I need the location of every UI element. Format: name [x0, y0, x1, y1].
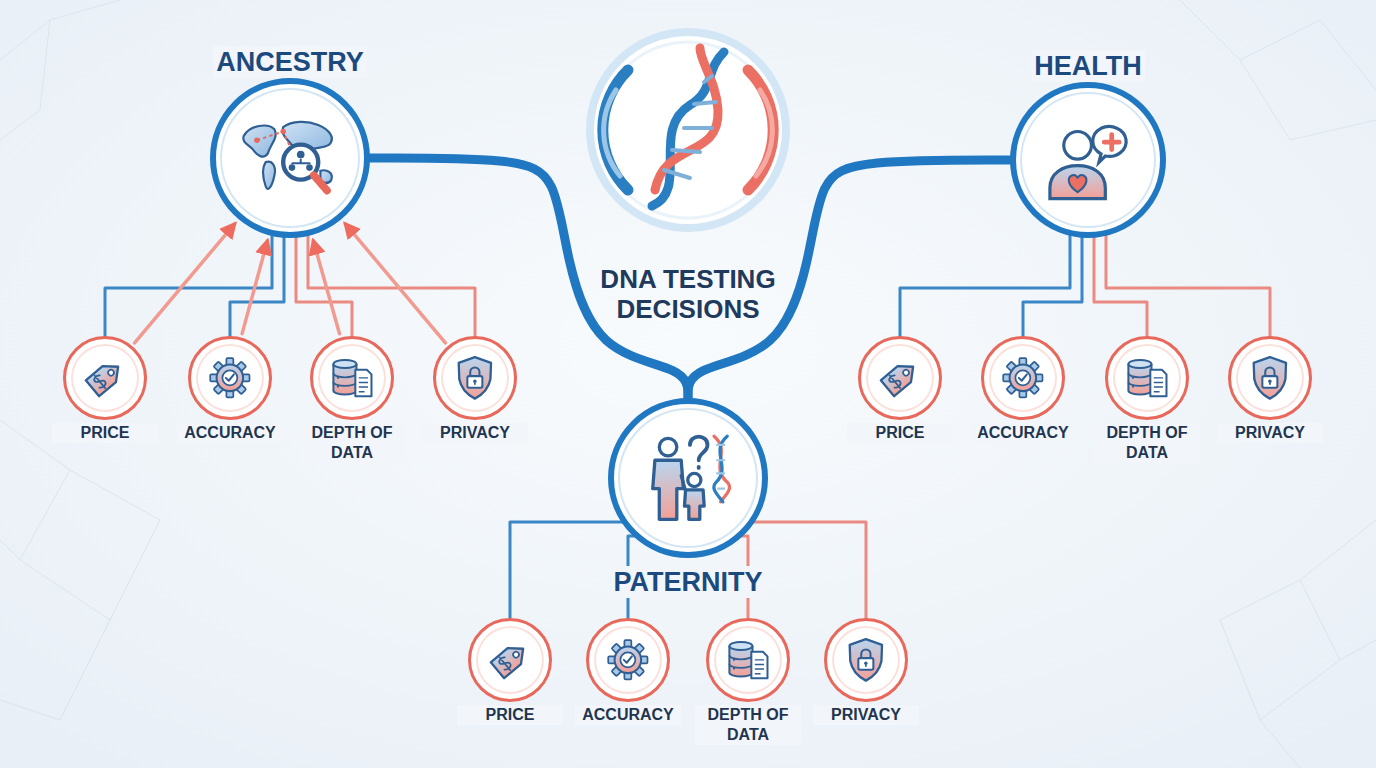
diagram-title: DNA TESTING DECISIONS — [568, 264, 808, 324]
criterion-circle: ACCURACY — [188, 336, 272, 420]
criterion-circle: PRIVACY — [824, 618, 908, 702]
branch-line — [900, 233, 1070, 336]
criterion-circle: PRIVACY — [1228, 336, 1312, 420]
gear-icon — [599, 631, 657, 689]
category-heading: ANCESTRY — [213, 46, 367, 78]
criterion-circle: PRICE — [63, 336, 147, 420]
shield-icon — [837, 631, 895, 689]
category-circle: ANCESTRY — [210, 78, 370, 238]
branch-line — [1106, 233, 1270, 336]
influence-arrow — [313, 241, 339, 334]
tag-icon — [481, 631, 539, 689]
category-circle: HEALTH — [1010, 82, 1166, 238]
tag-icon — [871, 349, 929, 407]
health-icon — [1035, 107, 1142, 214]
tag-icon — [76, 349, 134, 407]
criterion-label: PRICE — [457, 705, 563, 725]
branch-line — [752, 522, 866, 618]
dna-emblem — [590, 32, 786, 228]
branch-line — [510, 522, 624, 618]
criterion-label: PRIVACY — [813, 705, 919, 725]
criterion-circle: PRICE — [858, 336, 942, 420]
db-icon — [1118, 349, 1176, 407]
influence-arrow — [242, 241, 267, 334]
branch-line — [1094, 235, 1147, 336]
branch-line — [296, 235, 352, 336]
influence-arrow — [345, 224, 445, 343]
category-circle: PATERNITY — [608, 398, 768, 558]
criterion-label: PRIVACY — [422, 423, 528, 443]
branch-line — [105, 233, 272, 336]
branch-line — [230, 235, 284, 336]
branch-line — [1023, 235, 1082, 336]
criterion-label: ACCURACY — [575, 705, 681, 725]
criterion-label: ACCURACY — [177, 423, 283, 443]
map-icon — [235, 103, 345, 213]
gear-icon — [994, 349, 1052, 407]
branch-line — [308, 233, 475, 336]
shield-icon — [446, 349, 504, 407]
criterion-circle: DEPTH OF DATA — [706, 618, 790, 702]
gear-icon — [201, 349, 259, 407]
criterion-circle: DEPTH OF DATA — [1105, 336, 1189, 420]
criterion-label: PRICE — [847, 423, 953, 443]
db-icon — [719, 631, 777, 689]
category-heading: PATERNITY — [610, 566, 765, 598]
criterion-label: PRICE — [52, 423, 158, 443]
criterion-label: DEPTH OF DATA — [1094, 423, 1200, 463]
category-heading: HEALTH — [1031, 50, 1145, 82]
criterion-label: DEPTH OF DATA — [695, 705, 801, 745]
criterion-label: ACCURACY — [970, 423, 1076, 443]
criterion-circle: DEPTH OF DATA — [310, 336, 394, 420]
criterion-label: DEPTH OF DATA — [299, 423, 405, 463]
criterion-circle: PRIVACY — [433, 336, 517, 420]
criterion-circle: ACCURACY — [981, 336, 1065, 420]
criterion-circle: ACCURACY — [586, 618, 670, 702]
criterion-circle: PRICE — [468, 618, 552, 702]
shield-icon — [1241, 349, 1299, 407]
criterion-label: PRIVACY — [1217, 423, 1323, 443]
family-icon — [633, 423, 743, 533]
db-icon — [323, 349, 381, 407]
influence-arrow — [135, 224, 235, 343]
